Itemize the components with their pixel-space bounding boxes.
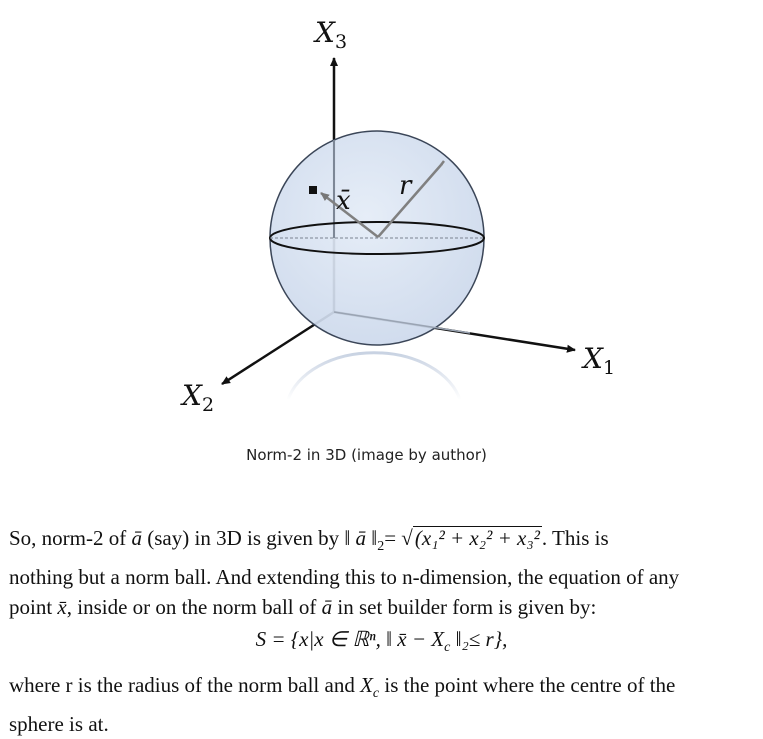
x1-axis-label: X1 bbox=[581, 342, 615, 379]
radius-symbol: r bbox=[399, 171, 413, 201]
paragraph2-line-1: where r is the radius of the norm ball a… bbox=[9, 673, 676, 702]
equator-back bbox=[269, 221, 485, 239]
radius-line bbox=[377, 164, 442, 238]
norm-ball-figure: x̄ r X3 X1 X2 bbox=[180, 16, 615, 416]
set-builder-formula: S = {x|x ∈ ℝⁿ, ‖ x̄ − Xc ‖₂≤ r}, bbox=[255, 627, 508, 656]
paragraph-radius-definition: where r is the radius of the norm ball a… bbox=[9, 670, 759, 739]
figure-caption: Norm-2 in 3D (image by author) bbox=[246, 446, 487, 464]
point-symbol: x̄ bbox=[336, 186, 351, 216]
ball-reflection bbox=[286, 351, 462, 401]
x1-axis-inside bbox=[333, 311, 471, 334]
paragraph-norm-definition: So, norm-2 of ā (say) in 3D is given by … bbox=[9, 523, 759, 622]
paragraph-line-2: nothing but a norm ball. And extending t… bbox=[9, 565, 680, 590]
paragraph-line-3: point x̄, inside or on the norm ball of … bbox=[9, 595, 597, 620]
sqrt-expression: (x₁² + x₂² + x₃² bbox=[412, 526, 542, 550]
x2-axis-label: X2 bbox=[180, 379, 214, 416]
paragraph2-line-2: sphere is at. bbox=[9, 712, 109, 737]
radius-line-outer bbox=[440, 160, 445, 166]
point-marker bbox=[309, 186, 317, 194]
equator-front bbox=[269, 237, 485, 255]
point-vector bbox=[320, 192, 379, 238]
x3-axis-label: X3 bbox=[313, 16, 347, 53]
paragraph-line-1: So, norm-2 of ā (say) in 3D is given by … bbox=[9, 526, 609, 555]
